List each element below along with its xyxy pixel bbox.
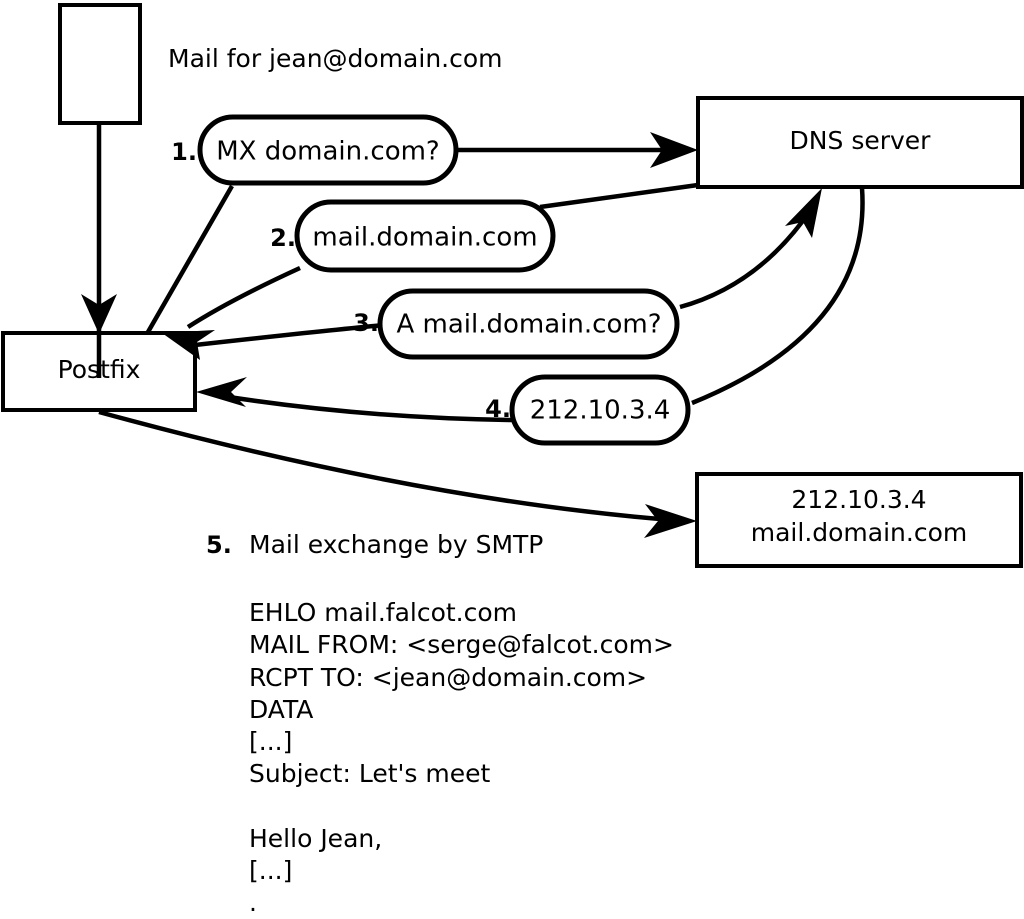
sender-box: [58, 3, 142, 125]
arrowhead-mx-to-dns: [650, 132, 698, 168]
dns-server-box: [696, 96, 1024, 189]
step-number-4: 4.: [485, 395, 511, 423]
arrowhead-aquery-to-dns: [785, 188, 822, 238]
edge-postfix-to-mx-bubble: [146, 184, 234, 334]
edge-postfix-to-target: [98, 409, 673, 523]
smtp-transcript: EHLO mail.falcot.com MAIL FROM: <serge@f…: [249, 598, 674, 917]
dns-server-label: DNS server: [790, 126, 932, 155]
edge-postfix-to-aquery-bubble: [194, 322, 386, 348]
bubble-step-1-label: MX domain.com?: [216, 137, 439, 167]
bubble-step-4-label: 212.10.3.4: [530, 396, 671, 426]
edge-dns-to-ip-bubble: [691, 187, 865, 406]
edge-dns-to-answer-bubble: [539, 182, 699, 210]
edge-aquery-bubble-to-dns: [679, 206, 814, 310]
arrowhead-answer-to-postfix: [162, 330, 215, 360]
bubble-step-2: mail.domain.com: [294, 199, 556, 273]
bubble-step-1-shape: [197, 114, 459, 186]
target-server-box: [695, 472, 1023, 568]
bubble-step-3-shape: [377, 288, 680, 360]
transcript-line-3: DATA: [249, 695, 313, 724]
transcript-line-5: Subject: Let's meet: [249, 759, 490, 788]
target-server-ip: 212.10.3.4: [791, 485, 926, 514]
bubble-step-4-shape: [509, 374, 691, 446]
transcript-line-9: .: [249, 888, 257, 917]
step-number-3: 3.: [353, 309, 379, 337]
bubble-step-2-shape: [294, 199, 556, 273]
edge-ip-bubble-to-postfix: [215, 392, 513, 423]
transcript-line-7: Hello Jean,: [249, 824, 382, 853]
transcript-line-8: [...]: [249, 856, 292, 885]
arrowhead-postfix-to-target: [644, 504, 697, 538]
transcript-line-0: EHLO mail.falcot.com: [249, 598, 517, 627]
transcript-line-1: MAIL FROM: <serge@falcot.com>: [249, 630, 674, 659]
arrowhead-ip-to-postfix: [196, 377, 247, 407]
edge-answer-bubble-to-postfix: [186, 265, 301, 329]
step-5-label: Mail exchange by SMTP: [249, 530, 543, 559]
target-server-host: mail.domain.com: [751, 518, 967, 547]
bubble-step-3: A mail.domain.com?: [377, 288, 680, 360]
transcript-line-2: RCPT TO: <jean@domain.com>: [249, 663, 647, 692]
mail-for-caption: Mail for jean@domain.com: [168, 44, 503, 73]
bubble-step-4: 212.10.3.4: [509, 374, 691, 446]
bubble-step-1: MX domain.com?: [197, 114, 459, 186]
step-number-1: 1.: [171, 138, 197, 166]
step-number-5: 5.: [206, 531, 232, 559]
step-number-2: 2.: [270, 224, 296, 252]
bubble-step-2-label: mail.domain.com: [312, 223, 537, 253]
arrowhead-sender-to-postfix: [81, 294, 117, 334]
transcript-line-4: [...]: [249, 727, 292, 756]
bubble-step-3-label: A mail.domain.com?: [397, 310, 662, 340]
